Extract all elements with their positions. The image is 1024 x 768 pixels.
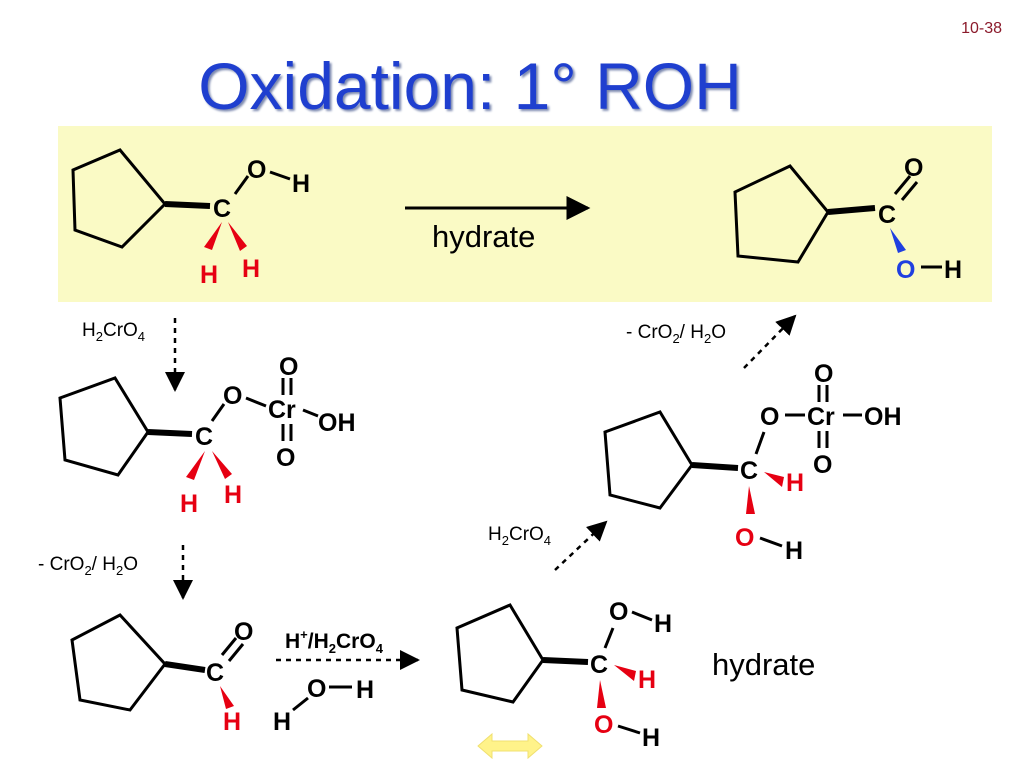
atom-hydrogen-red-right: H xyxy=(242,255,260,283)
bond-carbon-oxygen-top xyxy=(754,431,766,455)
cyclopentane-ring xyxy=(603,410,694,510)
arrow-step5 xyxy=(743,314,797,369)
equilibrium-arrow xyxy=(477,732,543,760)
bond-oxygen-hydrogen-bottom xyxy=(617,724,641,735)
molecule-aldehyde: C O H xyxy=(70,613,253,736)
molecule-chromate-ester: C O Cr O OH O H H xyxy=(58,353,356,518)
label-reagent-step1: H2CrO4 xyxy=(82,320,145,344)
double-bond-a xyxy=(893,175,912,195)
bond-ring-carbon xyxy=(542,657,589,665)
atom-oxygen-hydroxyl: O xyxy=(896,256,915,284)
wedge-hydrogen-left xyxy=(204,222,222,250)
atom-hydrogen-red: H xyxy=(223,708,241,736)
bond-oxygen-hydrogen-left xyxy=(292,696,309,712)
molecule-hydrate-chromate-ester: C O Cr O OH O H O H xyxy=(603,360,902,565)
wedge-oxygen xyxy=(890,228,906,253)
double-bond-b xyxy=(900,181,919,201)
label-reagent-step4: H2CrO4 xyxy=(488,524,551,548)
molecule-carboxylic-acid: C O O H xyxy=(733,154,962,284)
atom-chromium: Cr xyxy=(807,403,835,431)
arrow-step4 xyxy=(554,520,608,571)
atom-hydrogen-top: H xyxy=(654,610,672,638)
atom-oxygen-red: O xyxy=(594,711,613,739)
atom-oxygen-ester: O xyxy=(760,403,779,431)
atom-oxygen-top: O xyxy=(814,360,833,388)
atom-hydroxyl: OH xyxy=(318,409,356,437)
atom-carbon: C xyxy=(213,195,231,223)
atom-hydrogen-red: H xyxy=(786,469,804,497)
bond-chromium-oh xyxy=(302,408,319,418)
cyclopentane-ring xyxy=(58,376,150,477)
bond-oxygen-hydrogen xyxy=(269,170,291,181)
atom-chromium: Cr xyxy=(268,396,296,424)
molecule-primary-alcohol: C O H H H xyxy=(71,148,310,289)
atom-oxygen-top: O xyxy=(279,353,298,381)
bond-ring-carbon xyxy=(164,201,211,209)
atom-oxygen: O xyxy=(247,156,266,184)
bond-oxygen-hydrogen-top xyxy=(631,610,653,622)
molecule-hydrate: C O H H O H xyxy=(455,598,672,752)
atom-hydrogen-red-left: H xyxy=(200,261,218,289)
atom-hydrogen: H xyxy=(785,537,803,565)
label-hydrate-bottom: hydrate xyxy=(712,647,815,682)
wedge-oxygen xyxy=(597,680,606,708)
bond-ring-carbon xyxy=(164,661,206,673)
cyclopentane-ring xyxy=(733,164,830,264)
label-acid-reagent: H+/H2CrO4 xyxy=(285,627,384,656)
wedge-hydrogen-right xyxy=(212,451,232,479)
atom-hydrogen-oh: H xyxy=(292,170,310,198)
label-loss-step5: - CrO2/ H2O xyxy=(626,322,726,346)
bond-oxygen-hydrogen xyxy=(759,536,783,548)
atom-oxygen: O xyxy=(234,618,253,646)
atom-oxygen: O xyxy=(223,382,242,410)
atom-hydrogen-red-right: H xyxy=(224,481,242,509)
bond-carbon-oxygen xyxy=(233,175,250,195)
bond-ring-carbon xyxy=(147,429,193,437)
cyclopentane-ring xyxy=(70,613,167,712)
atom-carbon: C xyxy=(740,457,758,485)
wedge-hydrogen-right xyxy=(228,222,247,251)
atom-oxygen-top: O xyxy=(609,598,628,626)
bond-carbon-oxygen-top xyxy=(603,627,615,649)
wedge-hydrogen-left xyxy=(186,451,205,480)
atom-hydroxyl: OH xyxy=(864,403,902,431)
atom-oxygen: O xyxy=(307,675,326,703)
double-bond-b xyxy=(227,643,245,662)
bond-ring-carbon xyxy=(691,462,739,471)
slide-number: 10-38 xyxy=(961,20,1002,37)
cyclopentane-ring xyxy=(71,148,168,249)
bond-oxygen-chromium xyxy=(245,396,267,408)
atom-oxygen-bottom: O xyxy=(276,444,295,472)
molecule-water: O H H xyxy=(273,675,374,736)
label-loss-step2: - CrO2/ H2O xyxy=(38,554,138,578)
atom-hydrogen-left: H xyxy=(273,708,291,736)
atom-carbon: C xyxy=(206,659,224,687)
wedge-oxygen xyxy=(746,486,755,514)
bond-carbon-oxygen xyxy=(210,403,226,422)
bond-ring-carbon xyxy=(827,205,876,215)
atom-hydrogen-right: H xyxy=(356,676,374,704)
slide-title: Oxidation: 1° ROH xyxy=(198,49,742,123)
atom-hydrogen: H xyxy=(944,256,962,284)
wedge-hydrogen xyxy=(220,686,234,709)
atom-hydrogen-red: H xyxy=(638,666,656,694)
atom-carbon: C xyxy=(590,651,608,679)
label-hydrate-top: hydrate xyxy=(432,219,535,254)
atom-oxygen-carbonyl: O xyxy=(904,154,923,182)
atom-oxygen-bottom: O xyxy=(813,451,832,479)
atom-carbon: C xyxy=(878,201,896,229)
atom-carbon: C xyxy=(195,423,213,451)
atom-hydrogen-red-left: H xyxy=(180,490,198,518)
double-bond-a xyxy=(220,637,238,656)
atom-oxygen-red: O xyxy=(735,524,754,552)
wedge-hydrogen xyxy=(764,472,784,487)
atom-hydrogen-bottom: H xyxy=(642,724,660,752)
wedge-hydrogen xyxy=(614,665,636,681)
cyclopentane-ring xyxy=(455,603,545,704)
